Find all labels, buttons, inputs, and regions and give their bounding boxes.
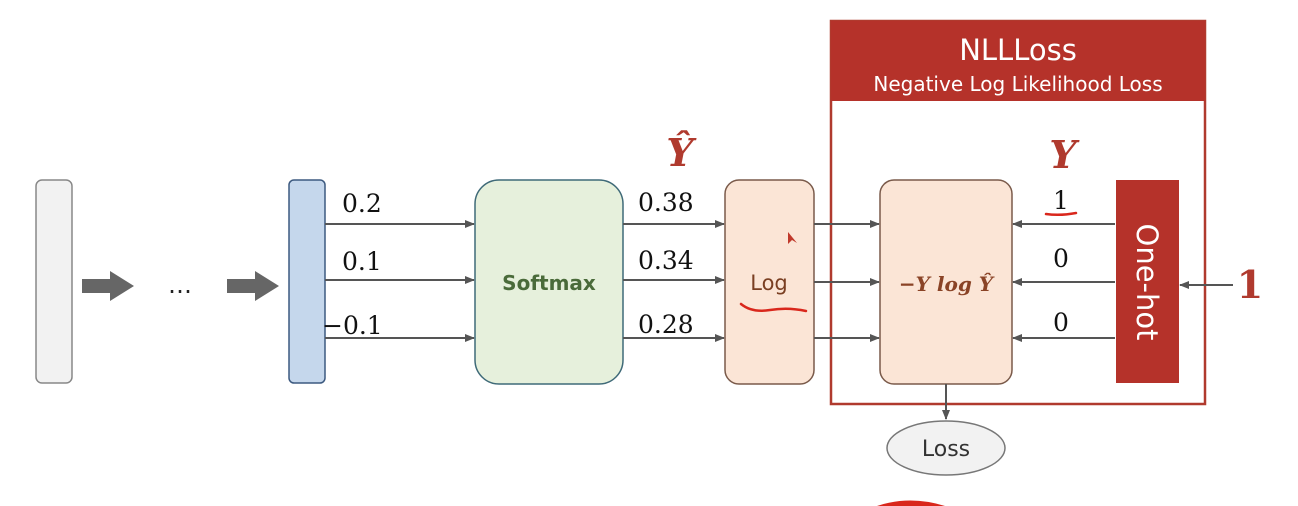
onehot-label: One-hot xyxy=(1130,223,1164,340)
nllloss-title: NLLLoss xyxy=(959,33,1077,67)
prob-value-2: 0.34 xyxy=(638,246,694,275)
formula-text: −Y log Ŷ xyxy=(899,272,995,296)
input-box xyxy=(35,179,73,384)
thick-arrow-2 xyxy=(227,271,279,301)
formula-part-2: Ŷ xyxy=(979,272,995,296)
bottom-red-mark xyxy=(877,500,945,506)
ellipsis: … xyxy=(168,271,192,299)
logits-vector xyxy=(288,179,326,384)
log-underline-annotation xyxy=(739,302,808,313)
nllloss-header xyxy=(831,21,1205,101)
loss-node xyxy=(886,420,1006,476)
thick-arrow-1 xyxy=(82,271,134,301)
formula-part-1: −Y log xyxy=(899,272,979,296)
prob-value-1: 0.38 xyxy=(638,188,694,217)
y-label: Y xyxy=(1049,132,1080,177)
onehot-value-3: 0 xyxy=(1053,308,1069,337)
logit-value-2: 0.1 xyxy=(342,247,382,276)
yhat-label: Ŷ xyxy=(666,130,697,175)
class-label: 1 xyxy=(1237,262,1263,307)
softmax-label: Softmax xyxy=(502,271,596,295)
loss-label: Loss xyxy=(922,437,970,462)
onehot-box xyxy=(1116,180,1179,383)
nllloss-subtitle: Negative Log Likelihood Loss xyxy=(873,72,1162,96)
onehot-value-1: 1 xyxy=(1053,186,1069,215)
logit-value-3: −0.1 xyxy=(322,311,383,340)
onehot-underline-annotation xyxy=(1044,211,1078,217)
onehot-value-2: 0 xyxy=(1053,244,1069,273)
mouse-cursor-icon xyxy=(788,232,797,244)
softmax-box xyxy=(474,179,624,385)
logit-value-1: 0.2 xyxy=(342,189,382,218)
prob-value-3: 0.28 xyxy=(638,310,694,339)
log-label: Log xyxy=(750,271,788,295)
